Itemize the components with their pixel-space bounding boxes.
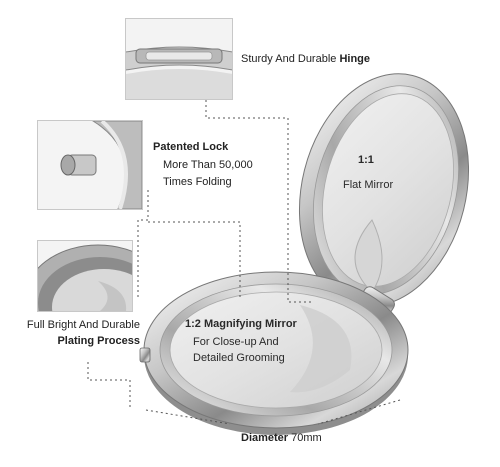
lock-closeup-drawing [38, 121, 142, 209]
plating-callout-line2: Plating Process [57, 335, 140, 347]
lock-callout-line2: Times Folding [163, 176, 232, 188]
magnifying-callout-line2: Detailed Grooming [193, 352, 285, 364]
hinge-closeup-drawing [126, 19, 232, 99]
base-mirror [139, 271, 409, 435]
plating-callout: Full Bright And Durable Plating Process [22, 318, 140, 349]
diameter-label: Diameter [241, 432, 289, 444]
lock-callout-title: Patented Lock [153, 141, 229, 153]
hinge-closeup-image [125, 18, 233, 100]
plating-closeup-image [37, 240, 133, 312]
flat-mirror-name: Flat Mirror [343, 179, 394, 191]
flat-mirror-ratio: 1:1 [358, 154, 374, 166]
diameter-value: 70mm [288, 432, 322, 444]
diameter-callout: Diameter 70mm [241, 431, 322, 446]
hinge-callout-strong: Hinge [339, 53, 371, 65]
magnifying-callout-line1: For Close-up And [193, 336, 279, 348]
plating-callout-line1: Full Bright And Durable [26, 319, 140, 331]
lock-closeup-image [37, 120, 143, 210]
hinge-callout-text: Sturdy And Durable [241, 53, 340, 65]
callout-lines [87, 100, 401, 425]
flat-mirror-callout: 1:1 [358, 153, 374, 168]
lock-callout: Patented Lock More Than 50,000 Times Fol… [153, 140, 253, 190]
hinge-callout: Sturdy And Durable Hinge [241, 52, 370, 67]
lock-callout-line1: More Than 50,000 [163, 159, 253, 171]
lid-mirror [298, 73, 470, 307]
plating-closeup-drawing [38, 241, 132, 311]
magnifying-callout: 1:2 Magnifying Mirror For Close-up And D… [185, 317, 297, 366]
magnifying-callout-title: 1:2 Magnifying Mirror [185, 318, 297, 330]
